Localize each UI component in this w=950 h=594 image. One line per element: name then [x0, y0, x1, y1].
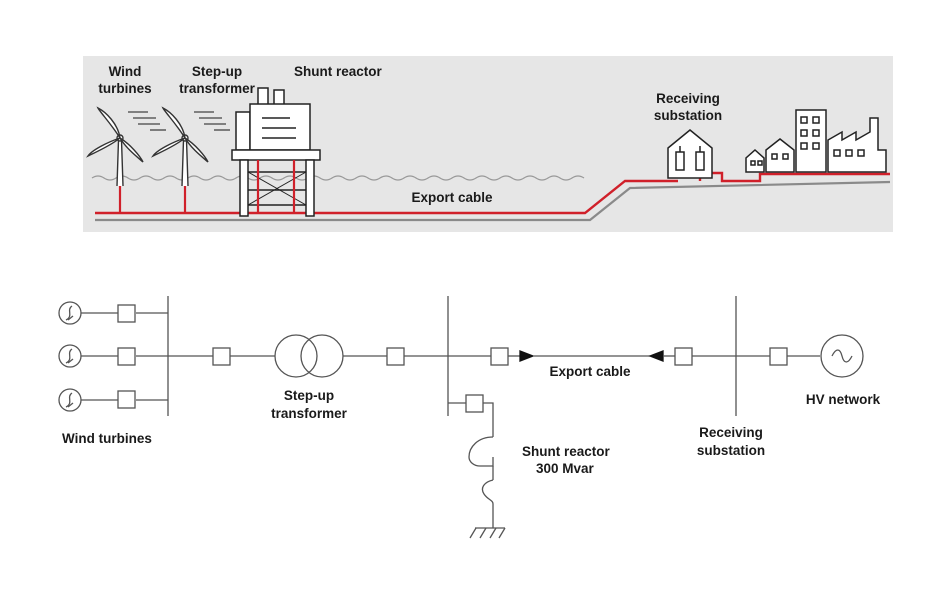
label-step-up-sld-1: Step-up	[284, 388, 334, 403]
panel-background	[83, 56, 893, 232]
reactor-icon	[468, 436, 494, 505]
generator-icon	[58, 388, 82, 412]
label-shunt-reactor-top: Shunt reactor	[294, 64, 383, 79]
ground-icon	[469, 527, 506, 539]
breaker-icon	[465, 394, 484, 413]
breaker-icon	[117, 347, 136, 366]
substation-icon	[667, 129, 713, 179]
offshore-platform-icon	[231, 87, 321, 217]
label-export-cable-top: Export cable	[411, 190, 493, 205]
breaker-icon	[212, 347, 231, 366]
label-wind-turbines-1: Wind	[109, 64, 142, 79]
label-step-up-transformer-2: transformer	[179, 81, 256, 96]
arrow-icon	[648, 350, 664, 362]
label-hv-network: HV network	[806, 392, 881, 407]
illustration-panel: Wind turbines Step-up transformer Shunt …	[83, 56, 893, 232]
turbine-feeders	[118, 186, 187, 213]
generator-icon	[58, 301, 82, 325]
label-receiving-substation-sld-2: substation	[697, 443, 765, 458]
label-receiving-substation-2: substation	[654, 108, 722, 123]
breaker-icon	[769, 347, 788, 366]
breaker-icon	[117, 390, 136, 409]
label-shunt-reactor-sld-1: Shunt reactor	[522, 444, 611, 459]
label-step-up-transformer-1: Step-up	[192, 64, 242, 79]
label-wind-turbines-sld: Wind turbines	[62, 431, 152, 446]
label-step-up-sld-2: transformer	[271, 406, 348, 421]
breaker-icon	[117, 304, 136, 323]
label-wind-turbines-2: turbines	[98, 81, 151, 96]
wind-turbine-icon	[150, 106, 209, 187]
label-receiving-substation-1: Receiving	[656, 91, 720, 106]
label-shunt-reactor-sld-2: 300 Mvar	[536, 461, 595, 476]
breaker-icon	[386, 347, 405, 366]
sea-surface	[91, 175, 585, 181]
city-buildings-icon	[745, 109, 887, 173]
breaker-icon	[674, 347, 693, 366]
single-line-diagram	[58, 296, 864, 539]
sld-labels: Wind turbines Step-up transformer Export…	[62, 364, 881, 476]
arrow-icon	[519, 350, 535, 362]
wind-streaks	[128, 111, 230, 131]
seabed-line	[95, 180, 891, 222]
breaker-icon	[490, 347, 509, 366]
wind-turbine-icon	[85, 106, 144, 187]
transformer-icon	[274, 334, 344, 378]
ac-source-icon	[820, 334, 864, 378]
generator-icon	[58, 344, 82, 368]
label-export-cable-sld: Export cable	[549, 364, 631, 379]
label-receiving-substation-sld-1: Receiving	[699, 425, 763, 440]
